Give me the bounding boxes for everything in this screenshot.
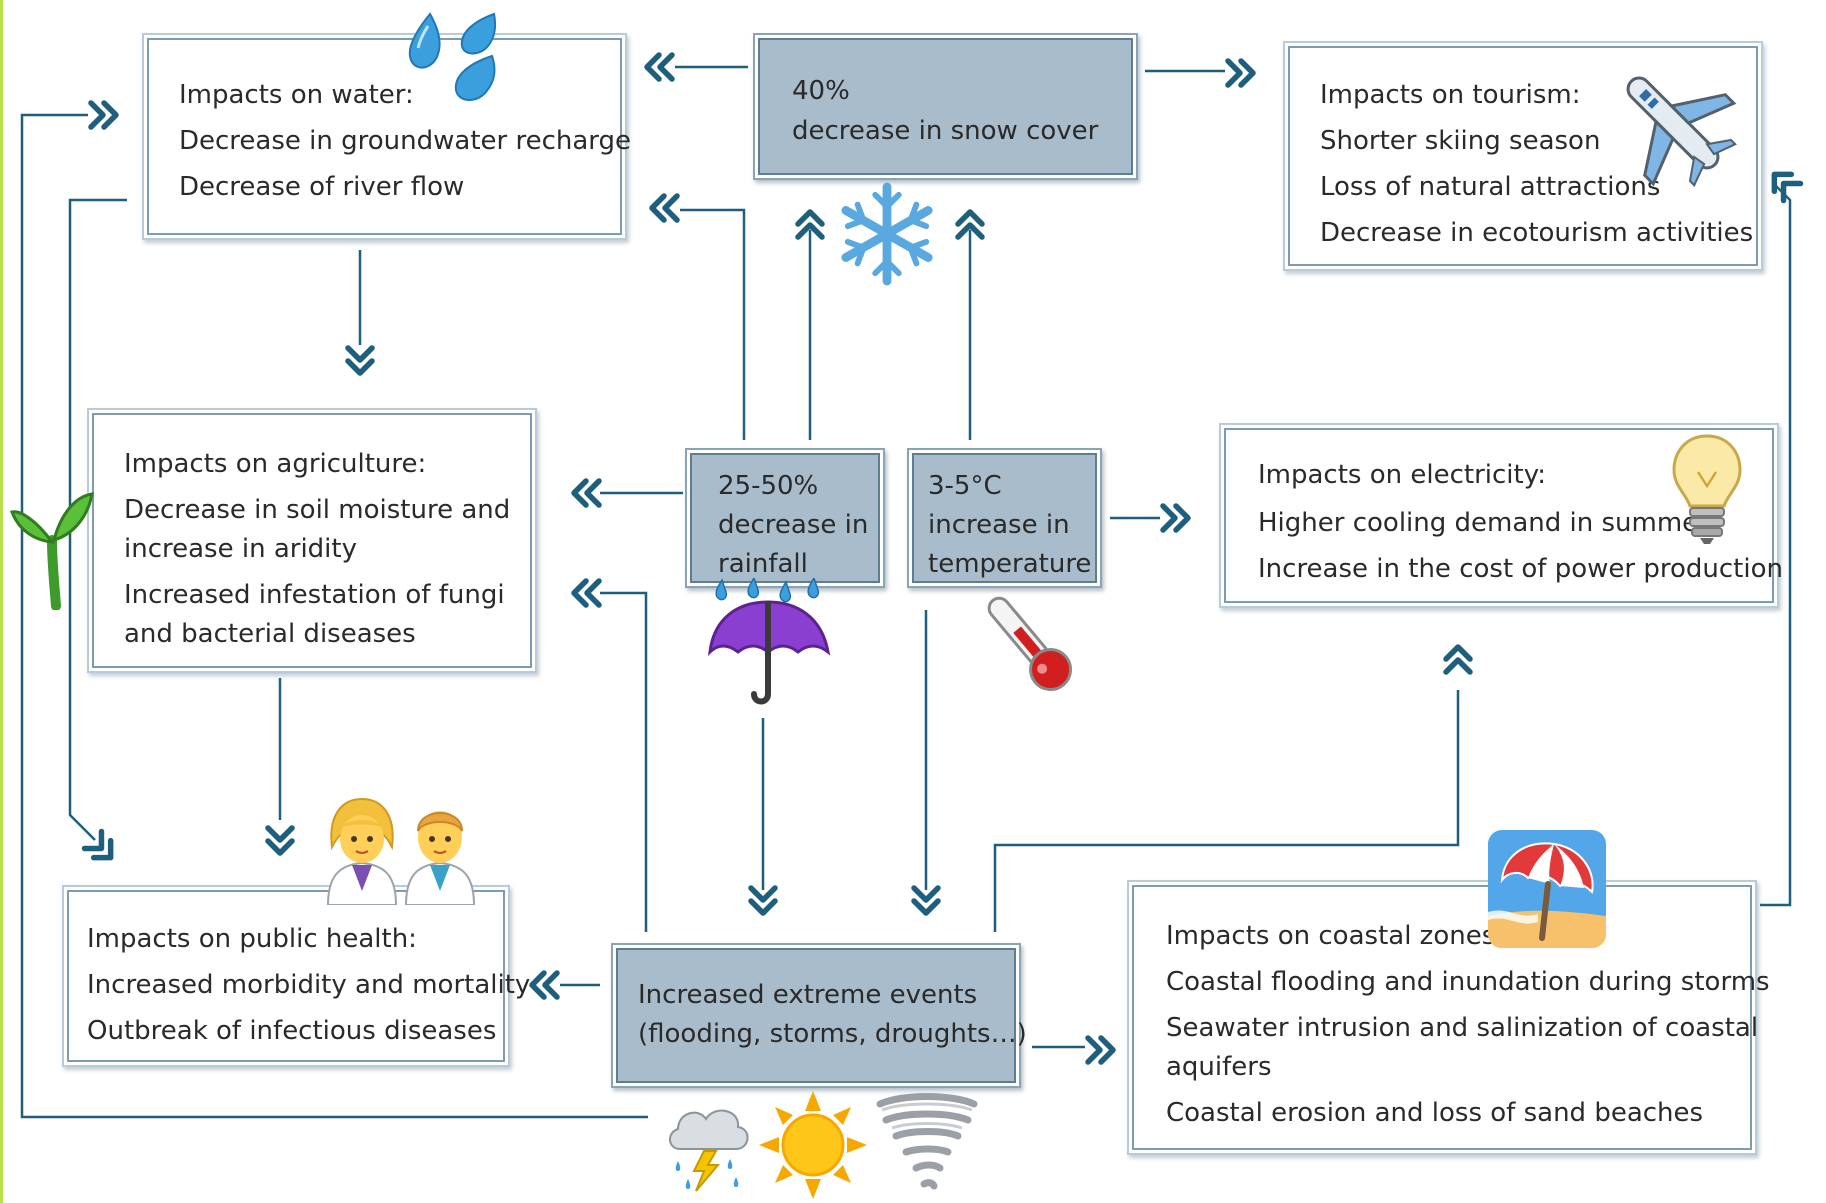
agriculture-impacts-box: Impacts on agriculture: Decrease in soil… [92,413,532,668]
electricity-impact-line-2: Increase in the cost of power production [1258,554,1783,584]
rainfall-box: 25-50% decrease in rainfall [690,453,880,583]
water-impacts-title: Impacts on water: [179,80,414,110]
tourism-impact-line-3: Decrease in ecotourism activities [1320,218,1754,248]
seedling-icon [10,492,94,610]
health-workers-icon [326,797,476,905]
snow-cover-line-1: 40% [792,76,850,106]
left-accent-edge [0,0,3,1203]
tourism-impacts-box: Impacts on tourism: Shorter skiing seaso… [1288,46,1758,266]
rainfall-line-1: 25-50% [718,471,819,501]
agriculture-impact-line-3: Increased infestation of fungi [124,580,505,610]
temperature-line-3: temperature [928,549,1092,579]
agriculture-impacts-title: Impacts on agriculture: [124,449,427,479]
thermometer-icon [987,596,1073,692]
coastal-impact-line-1: Coastal flooding and inundation during s… [1166,967,1770,997]
electricity-impacts-title: Impacts on electricity: [1258,460,1546,490]
rainfall-line-3: rainfall [718,549,808,579]
electricity-impact-line-1: Higher cooling demand in summer [1258,508,1709,538]
coastal-impact-line-3: aquifers [1166,1052,1272,1082]
snow-cover-line-2: decrease in snow cover [792,116,1099,146]
extreme-events-line-2: (flooding, storms, droughts…) [638,1019,1027,1049]
extreme-events-line-1: Increased extreme events [638,980,978,1010]
umbrella-rain-icon [708,578,831,705]
storm-cloud-icon [669,1109,749,1192]
tourism-impact-line-2: Loss of natural attractions [1320,172,1661,202]
tourism-impacts-title: Impacts on tourism: [1320,80,1581,110]
temperature-line-2: increase in [928,510,1070,540]
water-impact-line-2: Decrease of river flow [179,172,465,202]
temperature-line-1: 3-5°C [928,471,1002,501]
sun-icon [759,1091,867,1199]
water-impacts-box: Impacts on water: Decrease in groundwate… [147,38,631,235]
public-health-impacts-title: Impacts on public health: [87,924,417,954]
snowflake-icon [841,182,933,286]
public-health-impact-line-1: Increased morbidity and mortality [87,970,531,1000]
tornado-icon [876,1093,978,1190]
beach-umbrella-icon [1488,830,1606,948]
snow-cover-box: 40% decrease in snow cover [758,38,1133,175]
temperature-box: 3-5°C increase in temperature [912,453,1097,583]
extreme-events-box: Increased extreme events (flooding, stor… [616,948,1027,1083]
airplane-icon [1626,76,1737,187]
coastal-impacts-box: Impacts on coastal zones: Coastal floodi… [1132,885,1770,1150]
agriculture-impact-line-1: Decrease in soil moisture and [124,495,511,525]
light-bulb-icon [1672,434,1742,544]
agriculture-impact-line-4: and bacterial diseases [124,619,416,649]
water-impact-line-1: Decrease in groundwater recharge [179,126,632,156]
agriculture-impact-line-2: increase in aridity [124,534,357,564]
rainfall-line-2: decrease in [718,510,869,540]
coastal-impact-line-2: Seawater intrusion and salinization of c… [1166,1013,1759,1043]
public-health-impact-line-2: Outbreak of infectious diseases [87,1016,497,1046]
tourism-impact-line-1: Shorter skiing season [1320,126,1601,156]
coastal-impact-line-4: Coastal erosion and loss of sand beaches [1166,1098,1704,1128]
water-drops-icon [408,12,497,101]
coastal-impacts-title: Impacts on coastal zones: [1166,921,1505,951]
public-health-impacts-box: Impacts on public health: Increased morb… [67,890,530,1062]
